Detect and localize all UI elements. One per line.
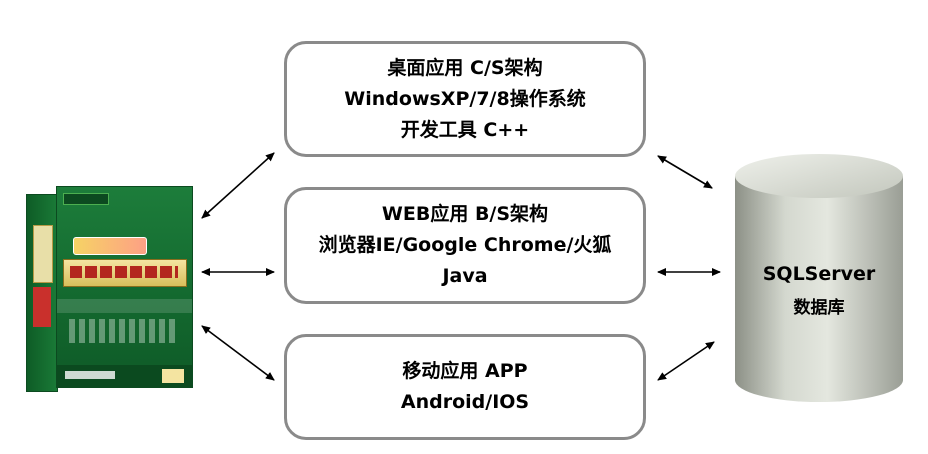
web-app-box: WEB应用 B/S架构 浏览器IE/Google Chrome/火狐 Java — [284, 187, 646, 304]
edition-badge — [73, 237, 147, 255]
arrow-client-cs — [201, 152, 275, 219]
erp-product-box-image — [22, 176, 197, 394]
box-line: 开发工具 C++ — [400, 118, 530, 141]
box-line: 桌面应用 C/S架构 — [387, 56, 543, 79]
box-line: Android/IOS — [400, 391, 530, 413]
arrow-client-app — [201, 325, 275, 381]
product-title-plate — [63, 259, 187, 287]
arrow-app-db — [657, 341, 715, 381]
box-line: 浏览器IE/Google Chrome/火狐 — [318, 234, 612, 256]
mobile-app-box: 移动应用 APP Android/IOS — [284, 334, 646, 440]
product-box-side — [26, 194, 58, 392]
product-box-front — [56, 186, 193, 388]
box-line: 移动应用 APP — [402, 360, 528, 382]
database-sublabel: 数据库 — [793, 298, 845, 318]
database-cylinder: SQLServer 数据库 — [733, 152, 905, 404]
database-name: SQLServer — [762, 263, 876, 285]
series-bar — [57, 365, 192, 387]
box-line: WindowsXP/7/8操作系统 — [344, 87, 586, 110]
box-line: WEB应用 B/S架构 — [381, 203, 549, 225]
box-line: Java — [442, 265, 488, 287]
arrow-cs-db — [657, 155, 713, 189]
brand-logo — [63, 193, 109, 205]
desktop-app-box: 桌面应用 C/S架构 WindowsXP/7/8操作系统 开发工具 C++ — [284, 41, 646, 157]
cylinder-icon — [735, 154, 903, 402]
